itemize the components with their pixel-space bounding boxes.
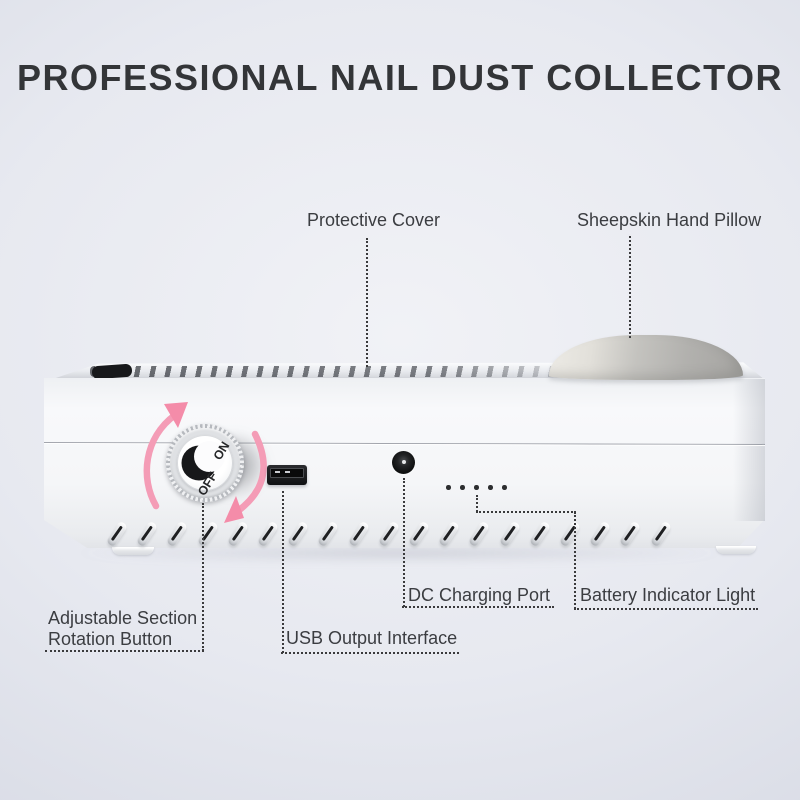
cover-dark-vent (91, 363, 133, 380)
label-battery-indicator-light: Battery Indicator Light (580, 585, 756, 605)
rotation-arrow-right-head-icon (224, 496, 244, 523)
label-adjustable-line1: Adjustable Section (48, 608, 198, 628)
device-foot-right (716, 546, 756, 554)
dc-port-pin (401, 460, 406, 464)
battery-dot (446, 485, 451, 490)
label-adjustable-rotation-button: Adjustable Section Rotation Button (48, 608, 197, 650)
callout-line-protective-cover (366, 238, 368, 367)
page-title: PROFESSIONAL NAIL DUST COLLECTOR (16, 57, 784, 98)
sheepskin-hand-pillow (549, 335, 743, 380)
device-ground-shadow (70, 545, 730, 561)
label-protective-cover: Protective Cover (307, 210, 441, 230)
callout-line-usb-vertical (282, 491, 284, 653)
rotation-arrow-left-icon (143, 411, 179, 510)
callout-line-battery-h2 (574, 608, 758, 610)
callout-line-sheepskin (629, 236, 631, 338)
usb-slot (270, 468, 304, 478)
label-adjustable-line2: Rotation Button (48, 629, 173, 649)
usb-port (267, 465, 307, 485)
battery-dot (487, 485, 493, 490)
battery-dot (473, 485, 479, 490)
knob-graphics: ON OFF (143, 402, 267, 523)
battery-indicator-dots (446, 485, 507, 490)
callout-line-battery-v1 (476, 495, 478, 512)
cover-grille-slats (90, 366, 718, 377)
callout-line-usb-horizontal (281, 652, 459, 654)
callout-line-battery-v2 (574, 512, 576, 609)
callout-line-knob-horizontal (45, 650, 204, 652)
usb-pin (285, 471, 290, 473)
label-sheepskin-hand-pillow: Sheepskin Hand Pillow (577, 210, 762, 230)
battery-dot (459, 485, 465, 490)
callout-line-dc-horizontal (402, 606, 554, 608)
device-foot-left (112, 547, 154, 555)
usb-pin (275, 471, 280, 473)
callout-line-knob-vertical (202, 503, 204, 651)
dc-charging-port (392, 451, 415, 474)
label-usb-output-interface: USB Output Interface (286, 628, 458, 648)
label-dc-charging-port: DC Charging Port (408, 585, 551, 605)
rotation-arrow-left-head-icon (164, 402, 188, 428)
callout-line-battery-h1 (476, 511, 576, 513)
battery-dot (501, 485, 507, 490)
callout-line-dc-vertical (403, 478, 405, 607)
rotation-arrow-right-icon (234, 430, 267, 515)
knob-crescent-cut (194, 441, 225, 472)
device-right-edge-shade (733, 379, 765, 521)
